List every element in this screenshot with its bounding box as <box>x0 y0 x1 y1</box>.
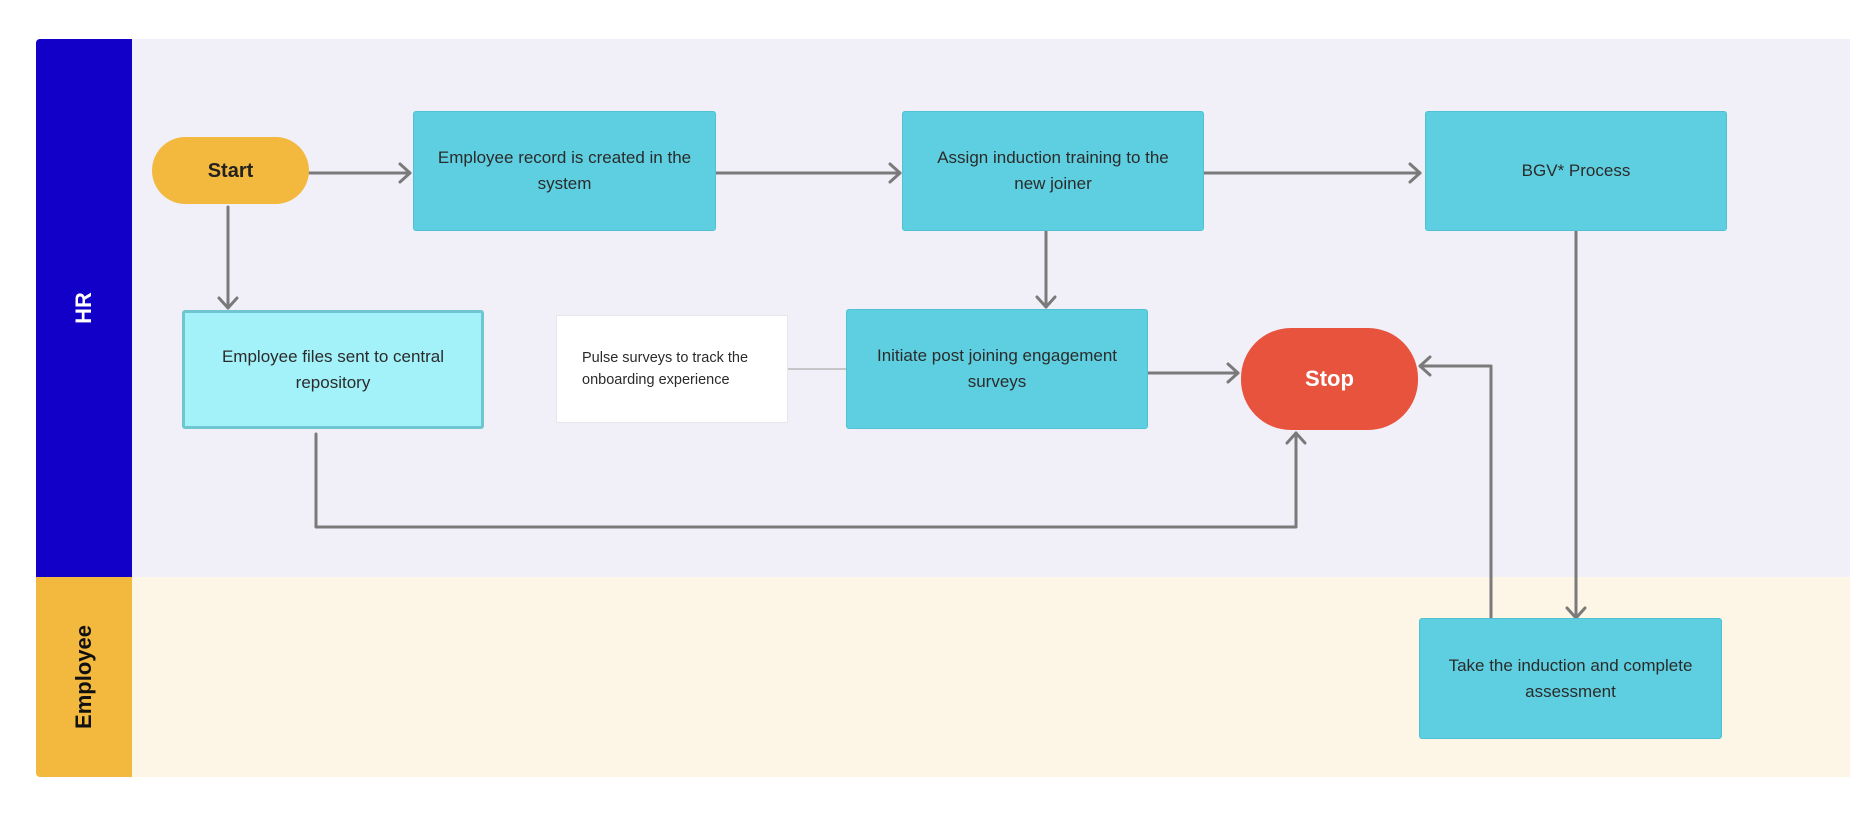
step-employee-record[interactable]: Employee record is created in the system <box>413 111 716 231</box>
stop-terminal[interactable]: Stop <box>1241 328 1418 430</box>
stop-label: Stop <box>1305 366 1354 391</box>
step-take-induction[interactable]: Take the induction and complete assessme… <box>1419 618 1722 739</box>
step-bgv-process-label: BGV* Process <box>1521 161 1631 180</box>
lane-employee-header[interactable]: Employee <box>36 577 132 777</box>
arrowhead-stop-left <box>1226 362 1240 384</box>
annotation-note[interactable]: Pulse surveys to track the onboarding ex… <box>556 315 788 423</box>
step-files-to-repository-label: Employee files sent to central repositor… <box>221 346 445 392</box>
lane-hr-header[interactable]: HR <box>36 39 132 577</box>
arrowhead-assign <box>888 162 902 184</box>
annotation-note-text: Pulse surveys to track the onboarding ex… <box>582 350 749 388</box>
step-bgv-process[interactable]: BGV* Process <box>1425 111 1727 231</box>
step-assign-induction-label: Assign induction training to the new joi… <box>937 148 1169 193</box>
step-take-induction-label: Take the induction and complete assessme… <box>1448 655 1693 701</box>
arrowhead-files <box>217 296 239 310</box>
arrowhead-stop-right <box>1418 355 1432 377</box>
arrowhead-record <box>398 162 412 184</box>
arrowhead-stop-bottom <box>1285 431 1307 445</box>
step-initiate-surveys[interactable]: Initiate post joining engagement surveys <box>846 309 1148 429</box>
step-employee-record-label: Employee record is created in the system <box>437 148 692 193</box>
start-label: Start <box>207 159 254 182</box>
connector-take-to-stop <box>1418 364 1493 620</box>
arrowhead-initiate <box>1035 295 1057 309</box>
step-initiate-surveys-label: Initiate post joining engagement surveys <box>876 346 1118 391</box>
start-terminal[interactable]: Start <box>152 137 309 204</box>
connector-files-to-stop <box>314 431 1298 529</box>
step-files-to-repository[interactable]: Employee files sent to central repositor… <box>182 310 484 429</box>
step-assign-induction[interactable]: Assign induction training to the new joi… <box>902 111 1204 231</box>
arrowhead-bgv <box>1408 162 1422 184</box>
